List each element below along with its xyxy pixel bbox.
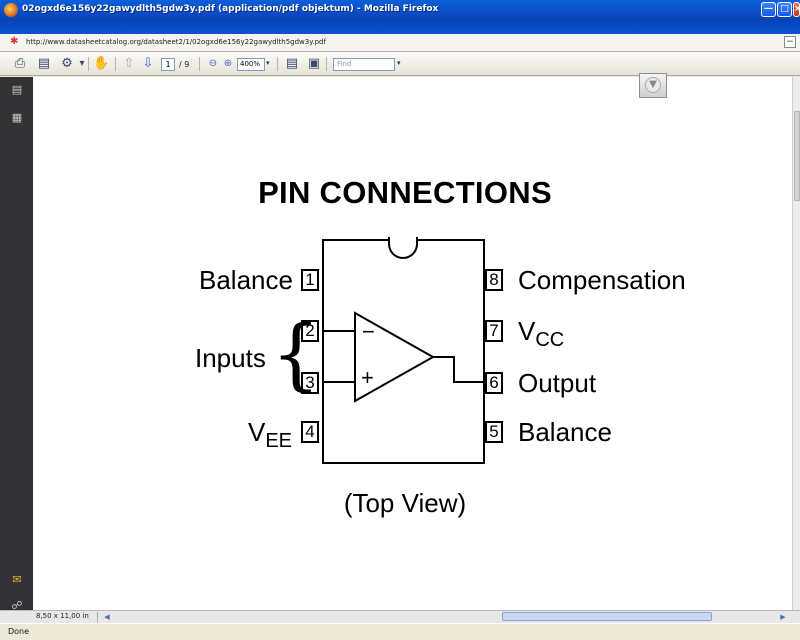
pin-7-label-main: V (518, 316, 536, 346)
close-button[interactable]: × (793, 2, 800, 17)
zoom-select[interactable]: 400% (237, 58, 265, 71)
save-icon[interactable]: ▤ (37, 56, 51, 71)
ic-package-outline (322, 239, 485, 464)
ic-package-notch (388, 237, 418, 259)
address-bar: ✱ http://www.datasheetcatalog.org/datash… (0, 34, 800, 52)
vertical-scrollbar[interactable] (792, 77, 800, 610)
status-bar: Done (0, 623, 800, 640)
bookmarks-panel-icon[interactable]: ▦ (11, 111, 23, 124)
pages-panel-icon[interactable]: ▤ (11, 83, 23, 96)
zoom-out-icon[interactable]: ⊖ (208, 58, 218, 69)
pin-7-box: 7 (485, 320, 503, 342)
pin-1-label: Balance (199, 265, 293, 295)
page-count: / 9 (179, 60, 190, 69)
pin-5-label: Balance (518, 417, 612, 447)
pin-5-box: 5 (485, 421, 503, 443)
pin-2-box: 2 (301, 320, 319, 342)
url-text[interactable]: http://www.datasheetcatalog.org/datashee… (26, 38, 326, 46)
minimize-button[interactable]: — (761, 2, 776, 17)
fit-page-icon[interactable]: ▣ (307, 56, 321, 71)
hand-tool-icon[interactable]: ✋ (93, 56, 110, 71)
horizontal-scrollbar-thumb[interactable] (502, 612, 712, 621)
inputs-brace: { (271, 316, 321, 400)
toolbar-separator (115, 57, 116, 71)
window-title: 02ogxd6e156y22gawydlth5gdw3y.pdf (applic… (22, 4, 439, 14)
site-icon: ✱ (10, 36, 19, 47)
pin-8-box: 8 (485, 269, 503, 291)
toolbar-separator (326, 57, 327, 71)
scroll-right-icon[interactable]: ▶ (780, 613, 786, 621)
toolbar-separator (199, 57, 200, 71)
page-heading: PIN CONNECTIONS (258, 175, 552, 210)
page-number-input[interactable]: 1 (161, 58, 175, 71)
left-sidebar: ▤ ▦ ✉ ☍ (0, 77, 33, 620)
pin-7-label: VCC (518, 317, 564, 354)
pin-6-box: 6 (485, 372, 503, 394)
fit-width-icon[interactable]: ▤ (285, 56, 299, 71)
collapse-icon[interactable]: − (784, 36, 796, 48)
toolbar-separator (88, 57, 89, 71)
pdf-toolbar: ⎙ ▤ ⚙ ▾ ✋ ⇧ ⇩ ⊖ ⊕ ▤ ▣ (0, 52, 800, 76)
status-text: Done (8, 627, 30, 636)
share-icon[interactable]: ⚙ (61, 56, 73, 71)
page-size-readout: 8,50 x 11,00 in (36, 612, 98, 622)
comments-panel-icon[interactable]: ✉ (12, 573, 22, 586)
chevron-down-icon[interactable]: ▾ (79, 58, 85, 69)
top-view-caption: (Top View) (343, 488, 467, 518)
title-bar: 02ogxd6e156y22gawydlth5gdw3y.pdf (applic… (0, 0, 800, 34)
toolbar-separator (277, 57, 278, 71)
pin-7-label-sub: CC (535, 329, 565, 351)
firefox-icon (4, 3, 18, 17)
find-dropdown-icon[interactable]: ▾ (397, 59, 401, 67)
print-icon[interactable]: ⎙ (14, 56, 26, 71)
pin-4-label: VEE (248, 418, 292, 455)
pin-3-box: 3 (301, 372, 319, 394)
pin-6-label: Output (518, 368, 597, 398)
maximize-button[interactable]: □ (777, 2, 792, 17)
zoom-in-icon[interactable]: ⊕ (223, 58, 233, 69)
zoom-dropdown-icon[interactable]: ▾ (266, 59, 270, 67)
pin-4-box: 4 (301, 421, 319, 443)
attachments-paperclip-icon[interactable]: ☍ (11, 599, 23, 612)
inputs-label: Inputs (195, 343, 266, 373)
pin-8-label: Compensation (518, 265, 686, 295)
pan-icon[interactable]: ▼ (645, 77, 661, 93)
pin-1-box: 1 (301, 269, 319, 291)
find-input[interactable]: Find (333, 58, 395, 71)
previous-page-icon[interactable]: ⇧ (123, 56, 135, 71)
pin-4-label-main: V (248, 417, 266, 447)
scroll-left-icon[interactable]: ◀ (104, 613, 110, 621)
pin-4-label-sub: EE (265, 430, 293, 452)
next-page-icon[interactable]: ⇩ (142, 56, 154, 71)
page-navigation-widget[interactable]: ▼ (639, 73, 667, 98)
vertical-scrollbar-thumb[interactable] (794, 111, 800, 201)
